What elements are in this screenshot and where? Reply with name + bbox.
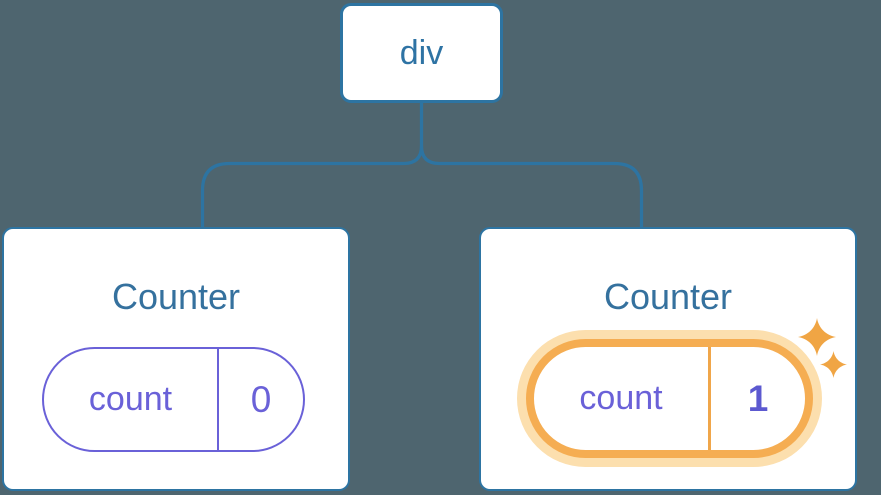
tree-node-root: div xyxy=(340,3,503,103)
sparkle-icon-large xyxy=(798,318,836,356)
root-node-label: div xyxy=(399,33,444,72)
connector-branch-left xyxy=(200,145,424,228)
counter-card-right: Counter count 1 xyxy=(479,227,857,491)
state-value: 1 xyxy=(747,377,769,419)
counter-card-left: Counter count 0 xyxy=(2,227,350,491)
state-pill-highlighted: count 1 xyxy=(526,339,813,458)
state-pill-highlight-halo: count 1 xyxy=(517,330,822,467)
state-key-label: count xyxy=(88,380,173,418)
component-title: Counter xyxy=(603,276,733,317)
state-pill: count 0 xyxy=(42,347,305,452)
component-title: Counter xyxy=(111,276,241,317)
connector-branch-right xyxy=(419,145,644,228)
state-key-label: count xyxy=(579,379,663,417)
sparkle-icon-small xyxy=(820,351,847,378)
pill-divider xyxy=(217,349,219,450)
state-value: 0 xyxy=(250,378,272,420)
pill-divider xyxy=(708,347,711,450)
